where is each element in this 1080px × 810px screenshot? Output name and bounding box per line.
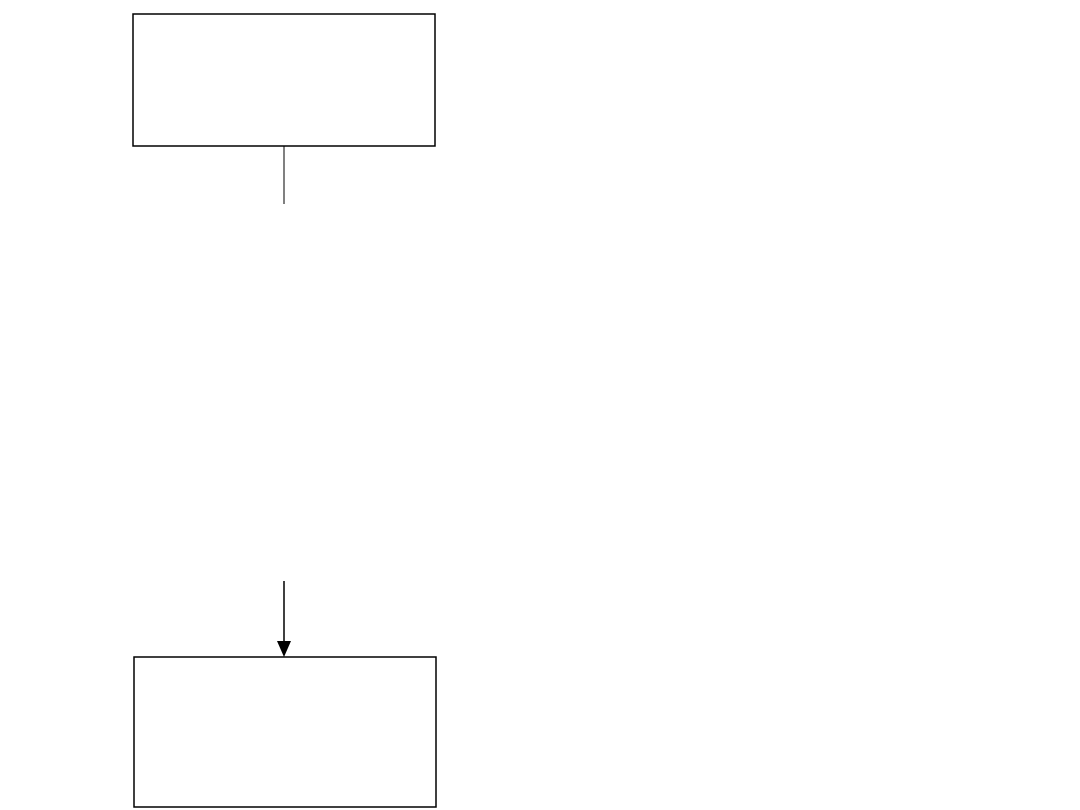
top-node-box <box>132 13 436 147</box>
arrow-head-icon <box>277 641 291 657</box>
bottom-node-box <box>133 656 437 808</box>
